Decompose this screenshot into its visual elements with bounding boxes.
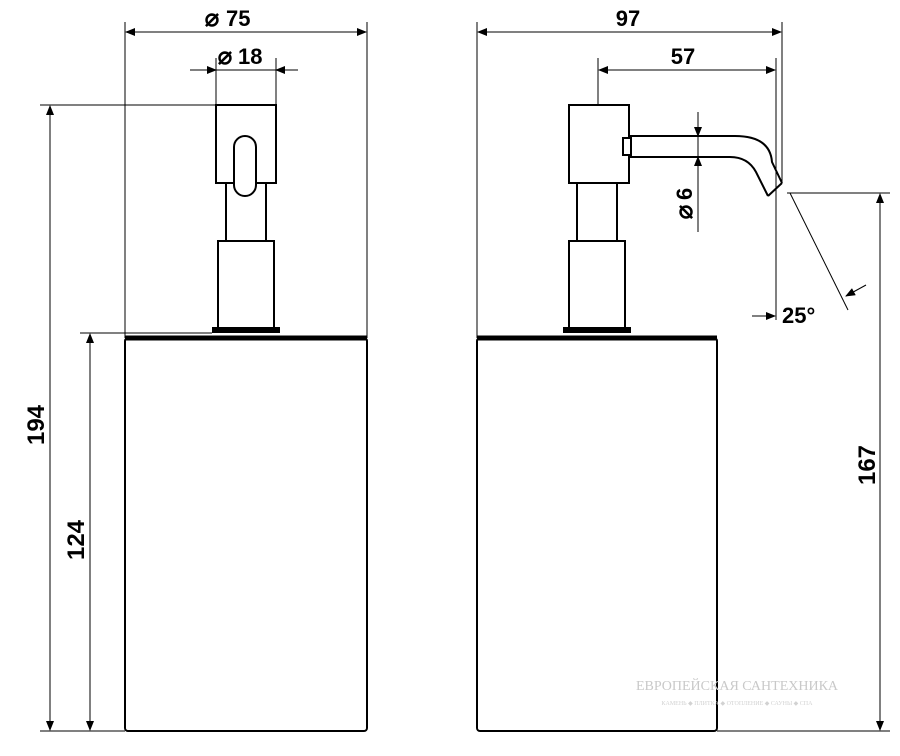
dim-dia-body-symbol: ⌀ bbox=[205, 5, 220, 32]
front-view: ⌀ 75 ⌀ 18 194 124 bbox=[23, 5, 368, 732]
dim-dia-pump-label: 18 bbox=[238, 44, 262, 69]
front-pump-base bbox=[212, 327, 280, 333]
side-view: 97 57 ⌀ 6 25° 167 bbox=[476, 6, 890, 732]
watermark-subtitle: КАМЕНЬ ◆ ПЛИТКА ◆ ОТОПЛЕНИЕ ◆ САУНЫ ◆ СП… bbox=[662, 701, 814, 707]
dim-spout-dia-symbol: ⌀ bbox=[671, 204, 698, 219]
watermark-title: ЕВРОПЕЙСКАЯ САНТЕХНИКА bbox=[636, 677, 839, 694]
spout bbox=[622, 135, 783, 197]
side-pump-base bbox=[563, 327, 631, 333]
dim-dia-body-label: 75 bbox=[226, 6, 250, 31]
dim-spout-dia-label: 6 bbox=[672, 188, 697, 200]
dim-outlet-height-label: 167 bbox=[854, 445, 881, 485]
side-pump-stem bbox=[576, 182, 618, 242]
watermark: ЕВРОПЕЙСКАЯ САНТЕХНИКА КАМЕНЬ ◆ ПЛИТКА ◆… bbox=[636, 677, 839, 707]
dim-dia-pump-symbol: ⌀ bbox=[218, 43, 233, 70]
dim-total-depth-label: 97 bbox=[616, 6, 640, 31]
side-body bbox=[476, 337, 718, 732]
dim-body-height-label: 124 bbox=[63, 519, 90, 560]
angle-ref-line bbox=[789, 192, 849, 311]
front-nozzle bbox=[233, 135, 257, 197]
dim-spout-angle-label: 25° bbox=[782, 303, 815, 328]
front-body bbox=[124, 337, 368, 732]
front-pump-sleeve bbox=[217, 240, 275, 329]
side-pump-sleeve bbox=[568, 240, 626, 329]
dim-line-spout-angle bbox=[845, 284, 867, 297]
dim-spout-reach-label: 57 bbox=[671, 44, 695, 69]
dim-total-height-label: 194 bbox=[23, 404, 50, 445]
side-pump-head bbox=[568, 104, 630, 184]
